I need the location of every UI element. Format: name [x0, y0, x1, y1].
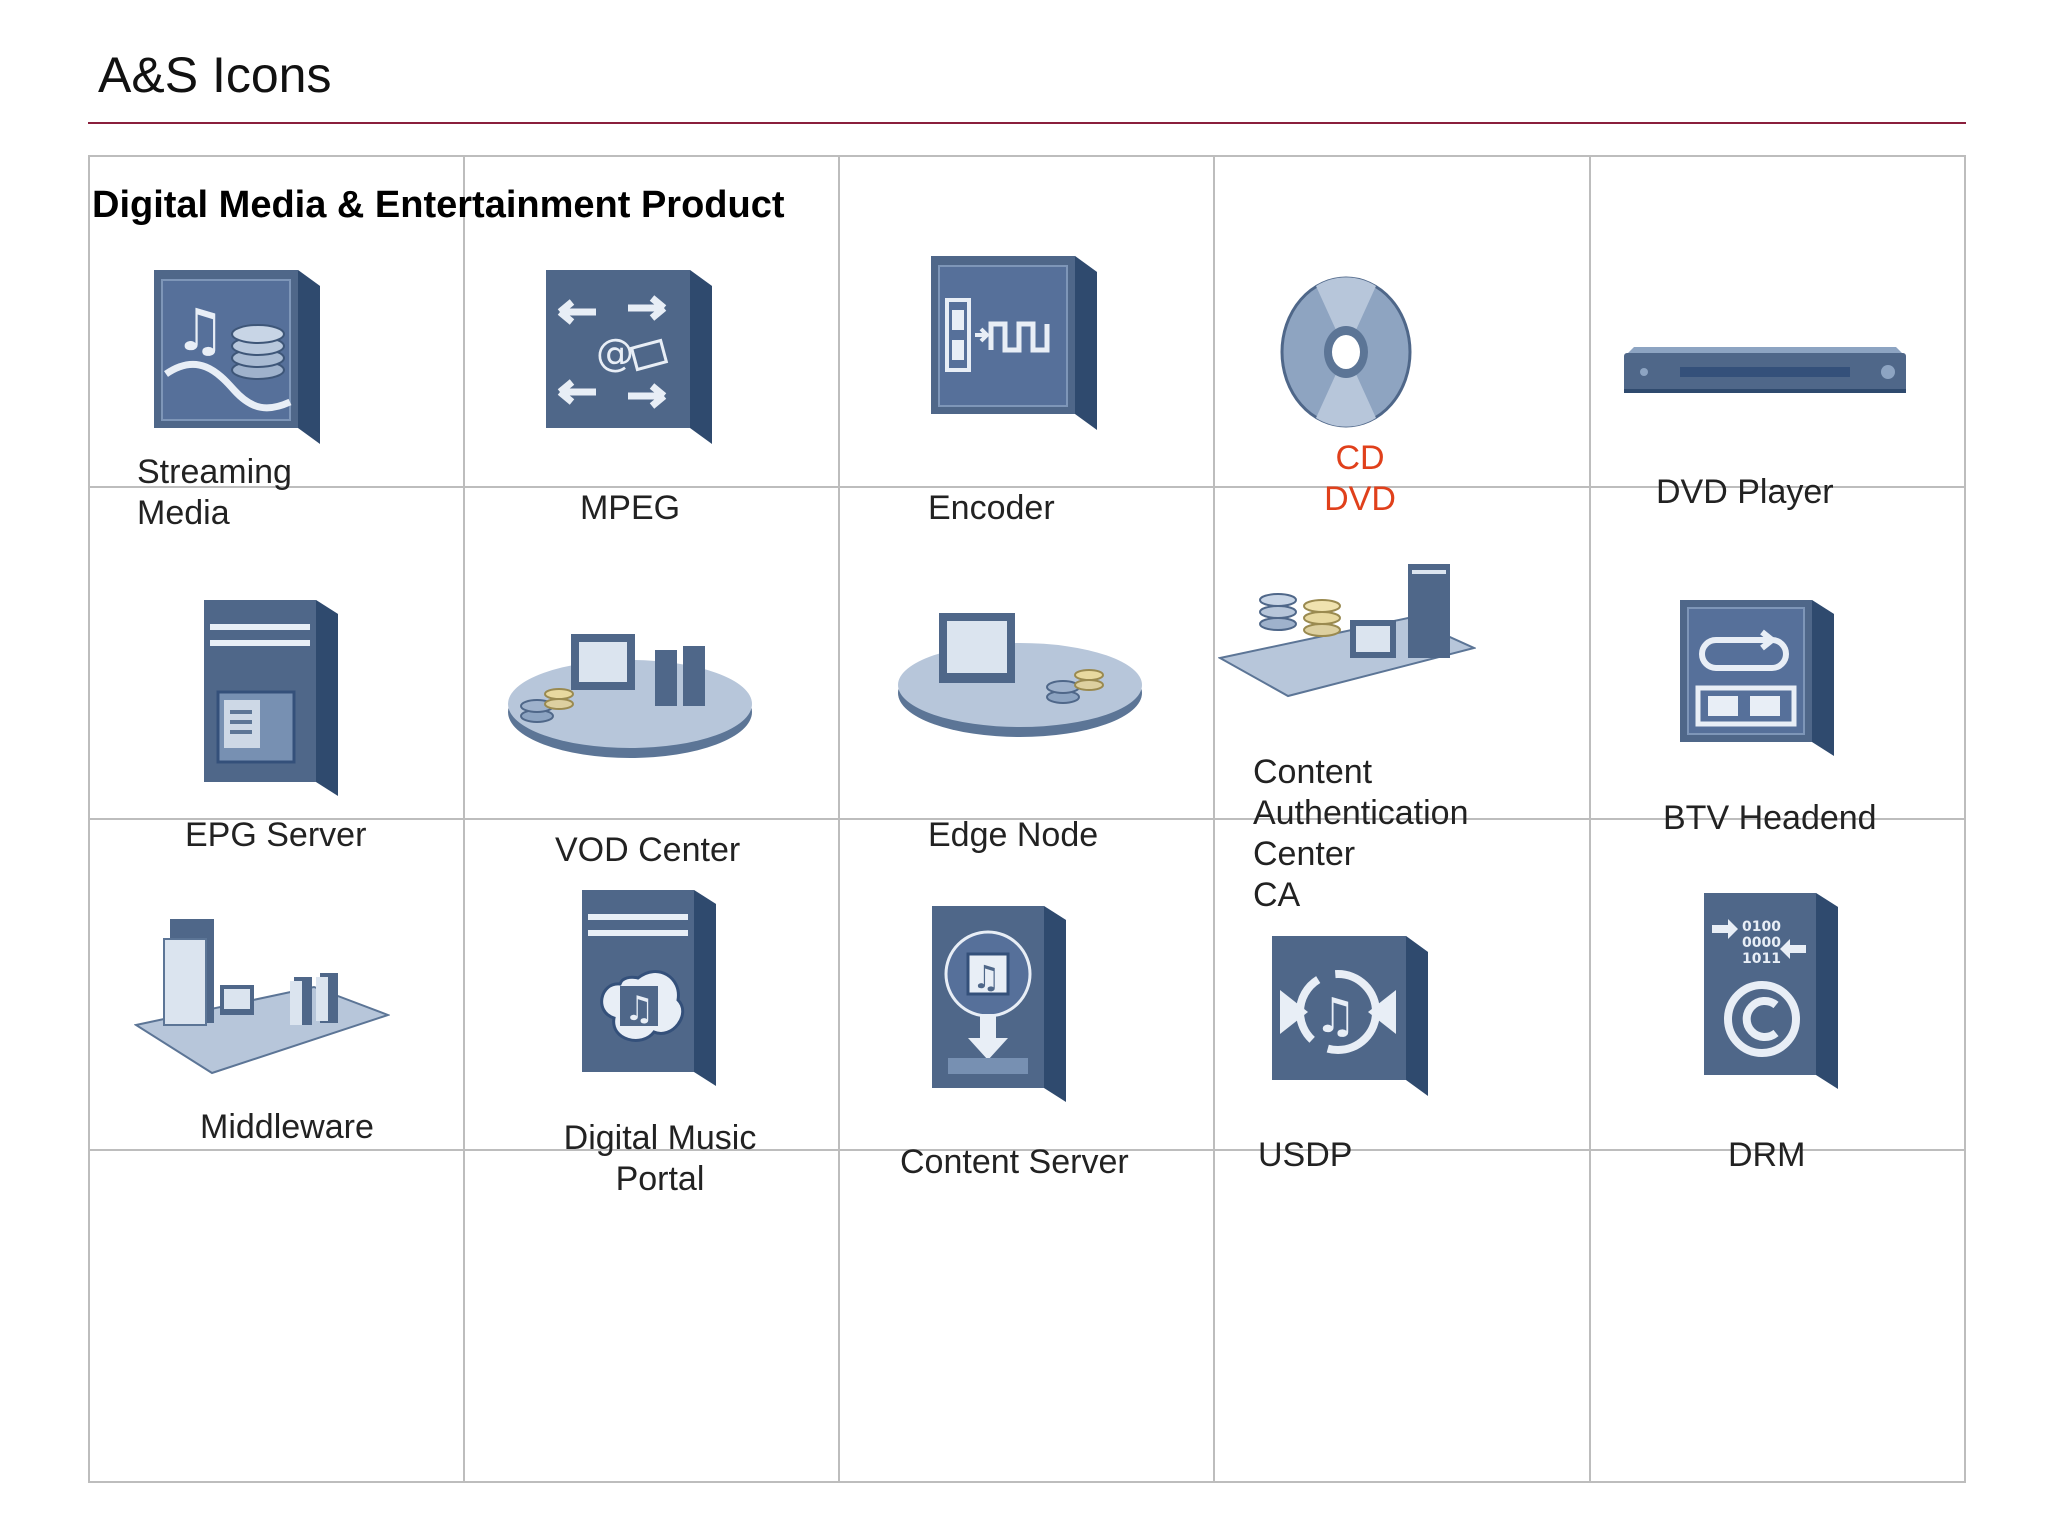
epg-server-label: EPG Server [185, 816, 367, 854]
edge-node-icon [898, 613, 1142, 737]
svg-text:♫: ♫ [174, 296, 226, 364]
epg-server-icon [204, 600, 338, 796]
mpeg-icon: @ [546, 270, 712, 444]
drm-code-line: 0100 [1742, 919, 1781, 935]
title-rule [88, 122, 1966, 124]
svg-text:♫: ♫ [624, 989, 654, 1029]
grid-hline [88, 818, 1966, 820]
encoder-label: Encoder [928, 489, 1055, 527]
digital-music-portal-label: Digital Music Portal [563, 1119, 757, 1198]
vod-center-icon [508, 634, 752, 758]
dvd-player-icon [1624, 347, 1906, 393]
content-authentication-center-icon [1218, 564, 1476, 698]
dvd-player-label: DVD Player [1656, 473, 1834, 511]
middleware-label: Middleware [200, 1108, 374, 1146]
cd-dvd-icon [1280, 276, 1412, 428]
content-server-label: Content Server [900, 1143, 1129, 1181]
digital-music-portal-icon: ♫ [582, 890, 716, 1086]
svg-text:♫: ♫ [1314, 988, 1357, 1044]
streaming-media-label: Streaming Media [137, 453, 292, 532]
page-title: A&S Icons [98, 47, 332, 103]
btv-headend-icon [1680, 600, 1834, 756]
drm-code-line: 0000 [1742, 935, 1781, 951]
content-authentication-center-label: Content Authentication Center CA [1253, 753, 1469, 914]
grid-hline [88, 1149, 1966, 1151]
encoder-icon [931, 256, 1097, 430]
usdp-icon: ♫ [1272, 936, 1428, 1096]
content-server-icon: ♫ [932, 906, 1066, 1102]
streaming-media-icon: ♫ [154, 270, 320, 444]
usdp-label: USDP [1258, 1136, 1353, 1174]
drm-label: DRM [1728, 1136, 1806, 1174]
btv-headend-label: BTV Headend [1663, 799, 1877, 837]
drm-icon: 0100 0000 1011 [1704, 893, 1838, 1089]
vod-center-label: VOD Center [555, 831, 741, 869]
grid-hline [88, 486, 1966, 488]
edge-node-label: Edge Node [928, 816, 1099, 854]
section-title: Digital Media & Entertainment Product [92, 184, 785, 226]
cd-dvd-label: CD DVD [1324, 439, 1396, 518]
svg-text:♫: ♫ [972, 958, 1001, 996]
middleware-icon [134, 919, 390, 1075]
svg-text:@: @ [596, 331, 634, 375]
mpeg-label: MPEG [579, 489, 681, 527]
drm-code-line: 1011 [1742, 951, 1781, 967]
